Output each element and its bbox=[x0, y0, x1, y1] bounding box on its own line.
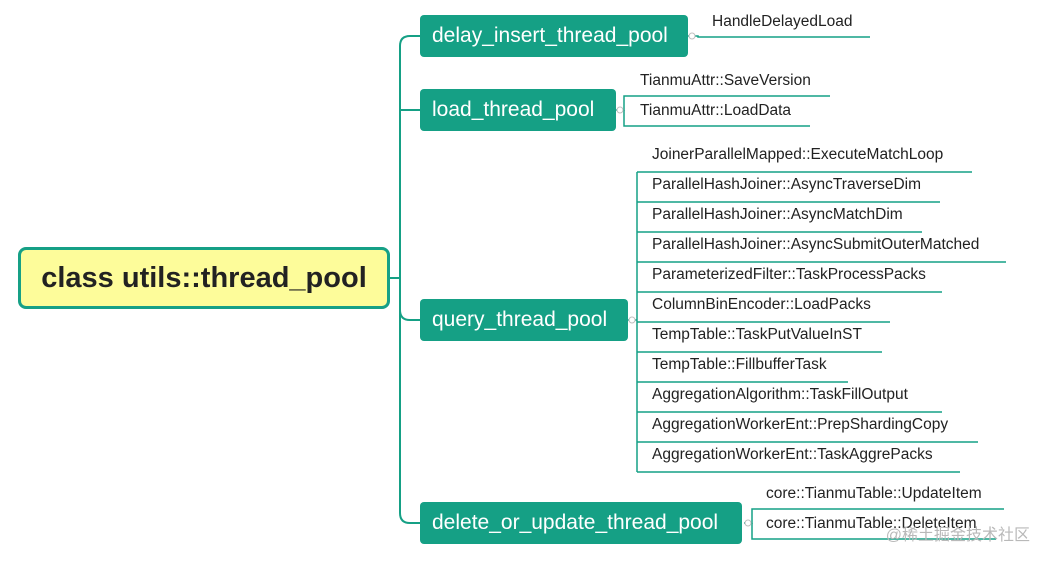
collapse-dot bbox=[688, 32, 696, 40]
function-node[interactable]: HandleDelayedLoad bbox=[712, 13, 853, 30]
watermark: @稀土掘金技术社区 bbox=[885, 527, 1030, 544]
function-node[interactable]: TianmuAttr::SaveVersion bbox=[640, 72, 811, 89]
function-node[interactable]: AggregationWorkerEnt::PrepShardingCopy bbox=[652, 416, 949, 433]
branch-to-query bbox=[399, 278, 420, 321]
pool-node-delete-or-update[interactable]: delete_or_update_thread_pool bbox=[420, 502, 742, 544]
function-node[interactable]: TianmuAttr::LoadData bbox=[640, 102, 792, 119]
root-label: class utils::thread_pool bbox=[41, 261, 367, 294]
function-node[interactable]: ParallelHashJoiner::AsyncSubmitOuterMatc… bbox=[652, 236, 980, 253]
collapse-dot bbox=[616, 106, 624, 114]
pool-label: query_thread_pool bbox=[432, 308, 608, 331]
collapse-dot bbox=[628, 316, 636, 324]
branch-to-delay bbox=[399, 35, 420, 278]
function-node[interactable]: core::TianmuTable::UpdateItem bbox=[766, 485, 982, 502]
pool-label: load_thread_pool bbox=[432, 98, 595, 121]
pool-label: delay_insert_thread_pool bbox=[432, 24, 668, 47]
function-node[interactable]: TempTable::TaskPutValueInST bbox=[652, 326, 862, 343]
function-node[interactable]: ParallelHashJoiner::AsyncMatchDim bbox=[652, 206, 903, 223]
collapse-dot bbox=[744, 519, 752, 527]
function-node[interactable]: ColumnBinEncoder::LoadPacks bbox=[652, 296, 871, 313]
pool-node-load[interactable]: load_thread_pool bbox=[420, 89, 616, 131]
function-node[interactable]: TempTable::FillbufferTask bbox=[652, 356, 827, 373]
function-node[interactable]: AggregationAlgorithm::TaskFillOutput bbox=[652, 386, 908, 403]
pool-node-query[interactable]: query_thread_pool bbox=[420, 299, 628, 341]
function-node[interactable]: ParallelHashJoiner::AsyncTraverseDim bbox=[652, 176, 922, 193]
pool-node-delay-insert[interactable]: delay_insert_thread_pool bbox=[420, 15, 688, 57]
root-node[interactable]: class utils::thread_pool bbox=[18, 247, 390, 309]
pool-label: delete_or_update_thread_pool bbox=[432, 511, 719, 534]
function-node[interactable]: core::TianmuTable::DeleteItem bbox=[766, 515, 977, 532]
function-node[interactable]: AggregationWorkerEnt::TaskAggrePacks bbox=[652, 446, 933, 463]
function-node[interactable]: JoinerParallelMapped::ExecuteMatchLoop bbox=[652, 146, 944, 163]
function-node[interactable]: ParameterizedFilter::TaskProcessPacks bbox=[652, 266, 926, 283]
branch-to-delete bbox=[399, 278, 420, 524]
